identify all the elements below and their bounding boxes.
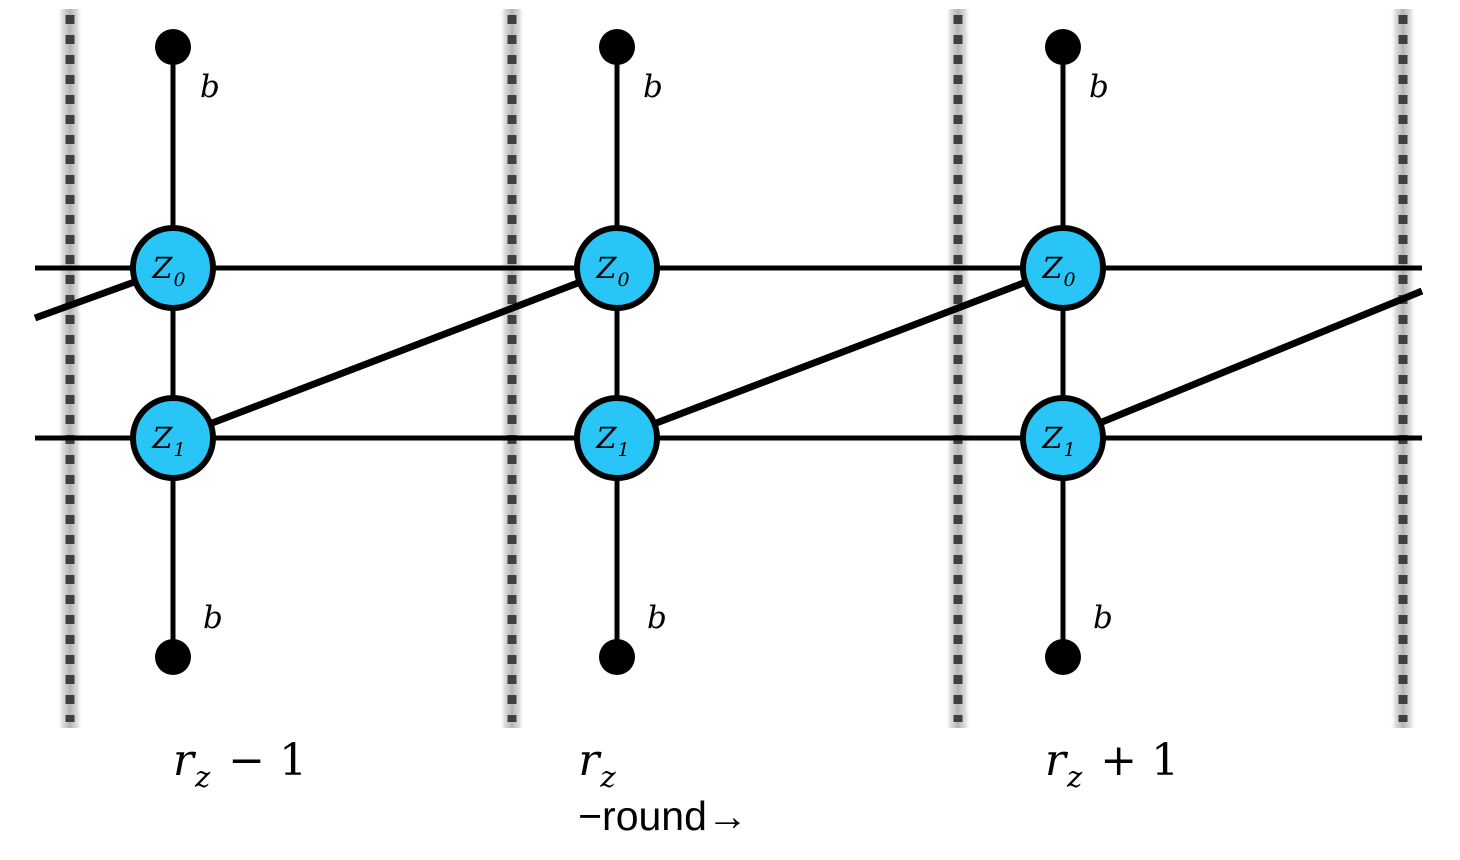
round-label-text: rz <box>578 735 616 794</box>
diagonal-edge-diag-1 <box>615 264 1065 442</box>
round-label-round-current: rz <box>578 735 616 794</box>
diagonal-edge-diag-out <box>1061 287 1424 442</box>
boundary-dot-dot-bot-rp1 <box>1045 639 1081 675</box>
check-node-circle <box>574 395 660 481</box>
round-axis-caption: −round→ <box>578 793 748 839</box>
boundary-label-dot-top-r: b <box>643 69 663 105</box>
round-separator-halo-2 <box>945 9 971 728</box>
round-separator-group <box>57 9 1416 728</box>
boundary-stem-group <box>170 47 1066 657</box>
check-node-label: Z1 <box>595 421 629 461</box>
boundary-dot-dot-bot-rm1 <box>155 639 191 675</box>
check-node-z1-rp1[interactable]: Z1 <box>1020 395 1106 481</box>
check-node-z1-rm1[interactable]: Z1 <box>130 395 216 481</box>
round-label-round-next: rz + 1 <box>1045 735 1179 794</box>
check-node-circle <box>1020 225 1106 311</box>
boundary-label-dot-bot-rp1: b <box>1093 600 1113 636</box>
check-node-circle <box>130 395 216 481</box>
round-label-text: rz + 1 <box>1045 735 1179 794</box>
round-separator-halo-0 <box>57 9 83 728</box>
round-separator-halo-1 <box>499 9 525 728</box>
boundary-label-dot-bot-r: b <box>647 600 667 636</box>
check-node-z0-rp1[interactable]: Z0 <box>1020 225 1106 311</box>
check-node-z0-r[interactable]: Z0 <box>574 225 660 311</box>
boundary-dot-dot-top-rp1 <box>1045 29 1081 65</box>
boundary-label-group: b b b b b b <box>200 69 1113 636</box>
boundary-dot-group <box>155 29 1081 675</box>
boundary-dot-dot-top-rm1 <box>155 29 191 65</box>
round-label-round-prev: rz − 1 <box>173 735 307 794</box>
boundary-label-dot-top-rp1: b <box>1089 69 1109 105</box>
check-node-circle <box>574 225 660 311</box>
round-label-text: rz − 1 <box>173 735 307 794</box>
boundary-dot-dot-top-r <box>599 29 635 65</box>
boundary-label-dot-top-rm1: b <box>200 69 220 105</box>
diagonal-edge-diag-0 <box>171 264 619 442</box>
boundary-dot-dot-bot-r <box>599 639 635 675</box>
check-node-z1-r[interactable]: Z1 <box>574 395 660 481</box>
axis-caption-group: −round→ <box>578 793 748 839</box>
round-label-group: rz − 1 rz rz + 1 <box>173 735 1179 794</box>
horizontal-rail-group <box>35 265 1422 441</box>
round-separator-halo-3 <box>1390 9 1416 728</box>
boundary-label-dot-bot-rm1: b <box>203 600 223 636</box>
check-node-z0-rm1[interactable]: Z0 <box>130 225 216 311</box>
diagonal-edge-group <box>33 264 1424 442</box>
check-node-circle <box>1020 395 1106 481</box>
check-node-label: Z1 <box>1041 421 1075 461</box>
check-node-circle <box>130 225 216 311</box>
